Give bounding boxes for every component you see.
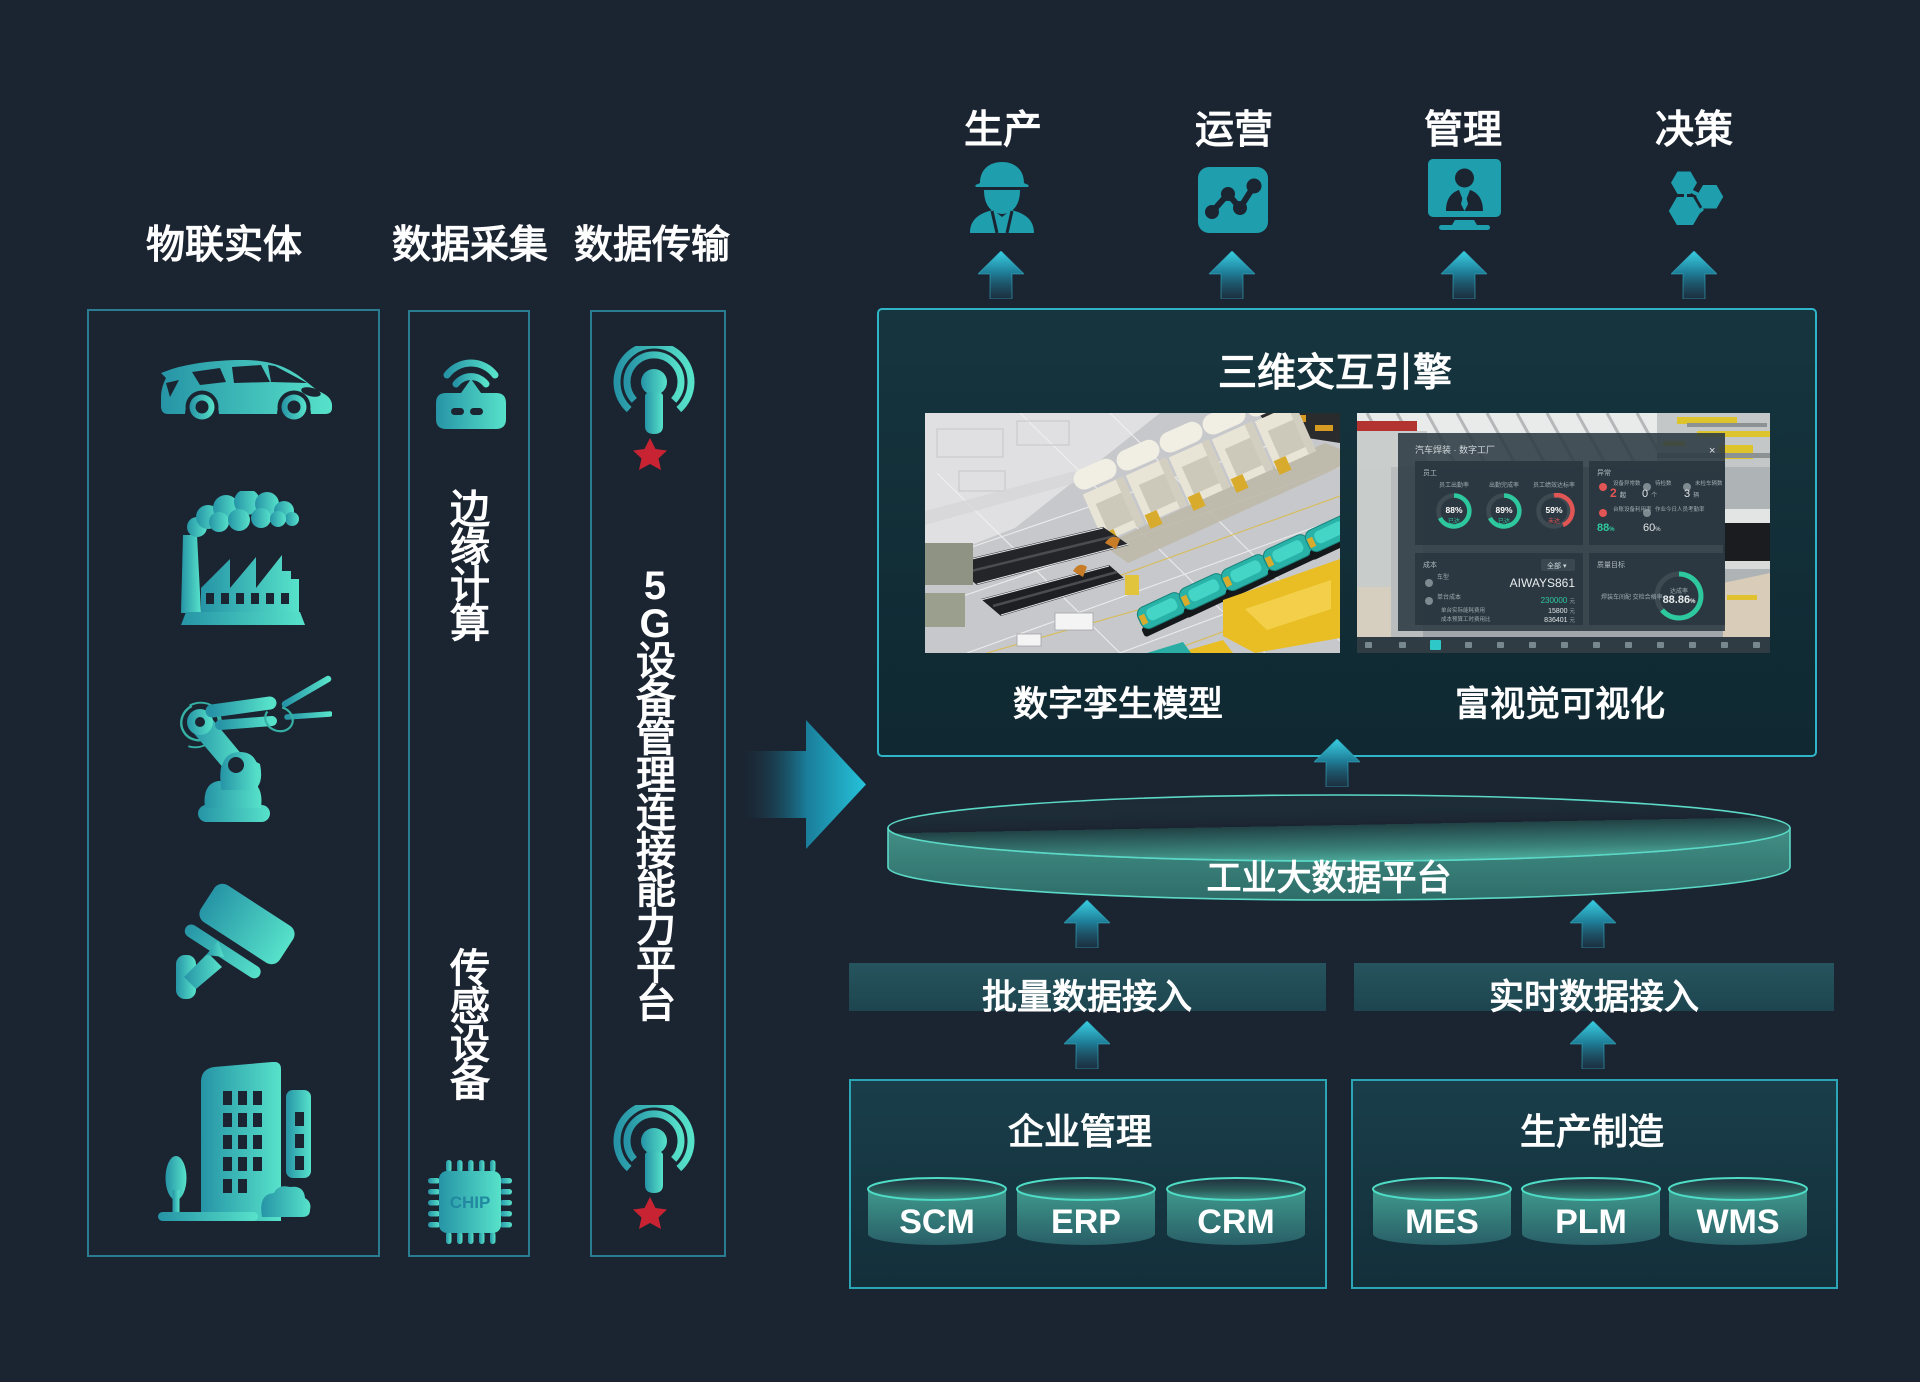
svg-text:作业今日人员考勤率: 作业今日人员考勤率 — [1655, 505, 1705, 513]
svg-text:员工绩效达标率: 员工绩效达标率 — [1533, 481, 1575, 489]
svg-text:员工出勤率: 员工出勤率 — [1439, 481, 1469, 489]
svg-text:15800 元: 15800 元 — [1548, 608, 1575, 615]
svg-text:89%: 89% — [1495, 505, 1512, 515]
svg-text:异常: 异常 — [1597, 468, 1611, 477]
svg-text:AIWAYS861: AIWAYS861 — [1510, 576, 1576, 590]
svg-text:已达: 已达 — [1448, 517, 1460, 525]
svg-text:ERP: ERP — [1051, 1203, 1121, 1241]
svg-text:88%: 88% — [1445, 505, 1462, 515]
svg-text:达成率: 达成率 — [1670, 587, 1688, 595]
svg-text:59%: 59% — [1545, 505, 1562, 515]
svg-text:出勤完成率: 出勤完成率 — [1489, 481, 1519, 489]
svg-text:MES: MES — [1405, 1203, 1479, 1241]
svg-text:单台实际能耗费用: 单台实际能耗费用 — [1441, 606, 1485, 614]
svg-text:CHIP: CHIP — [450, 1193, 491, 1212]
svg-text:车型: 车型 — [1437, 573, 1449, 581]
svg-text:未检车辆数: 未检车辆数 — [1695, 479, 1723, 487]
svg-text:SCM: SCM — [899, 1203, 975, 1241]
svg-text:台账设备利用率: 台账设备利用率 — [1613, 505, 1652, 513]
svg-text:836401 元: 836401 元 — [1544, 617, 1575, 624]
svg-text:待检数: 待检数 — [1655, 479, 1672, 487]
svg-text:质量目标: 质量目标 — [1597, 560, 1625, 569]
svg-text:230000 元: 230000 元 — [1541, 596, 1576, 605]
svg-text:WMS: WMS — [1696, 1203, 1779, 1241]
svg-text:设备异常数: 设备异常数 — [1613, 479, 1641, 487]
svg-text:全部 ▾: 全部 ▾ — [1547, 561, 1567, 570]
svg-text:焊装车间配 交检合格率: 焊装车间配 交检合格率 — [1601, 593, 1663, 601]
svg-text:单台成本: 单台成本 — [1437, 593, 1461, 601]
svg-text:成本: 成本 — [1423, 560, 1437, 569]
svg-text:PLM: PLM — [1555, 1203, 1627, 1241]
svg-text:88.86%: 88.86% — [1663, 594, 1697, 606]
svg-text:员工: 员工 — [1423, 469, 1437, 477]
svg-text:成本预算工时费用比: 成本预算工时费用比 — [1441, 615, 1491, 623]
svg-text:汽车焊装 · 数字工厂: 汽车焊装 · 数字工厂 — [1415, 444, 1495, 455]
svg-text:×: × — [1709, 445, 1715, 457]
svg-text:CRM: CRM — [1197, 1203, 1274, 1241]
svg-text:已达: 已达 — [1498, 517, 1510, 525]
svg-text:未达: 未达 — [1548, 517, 1560, 525]
